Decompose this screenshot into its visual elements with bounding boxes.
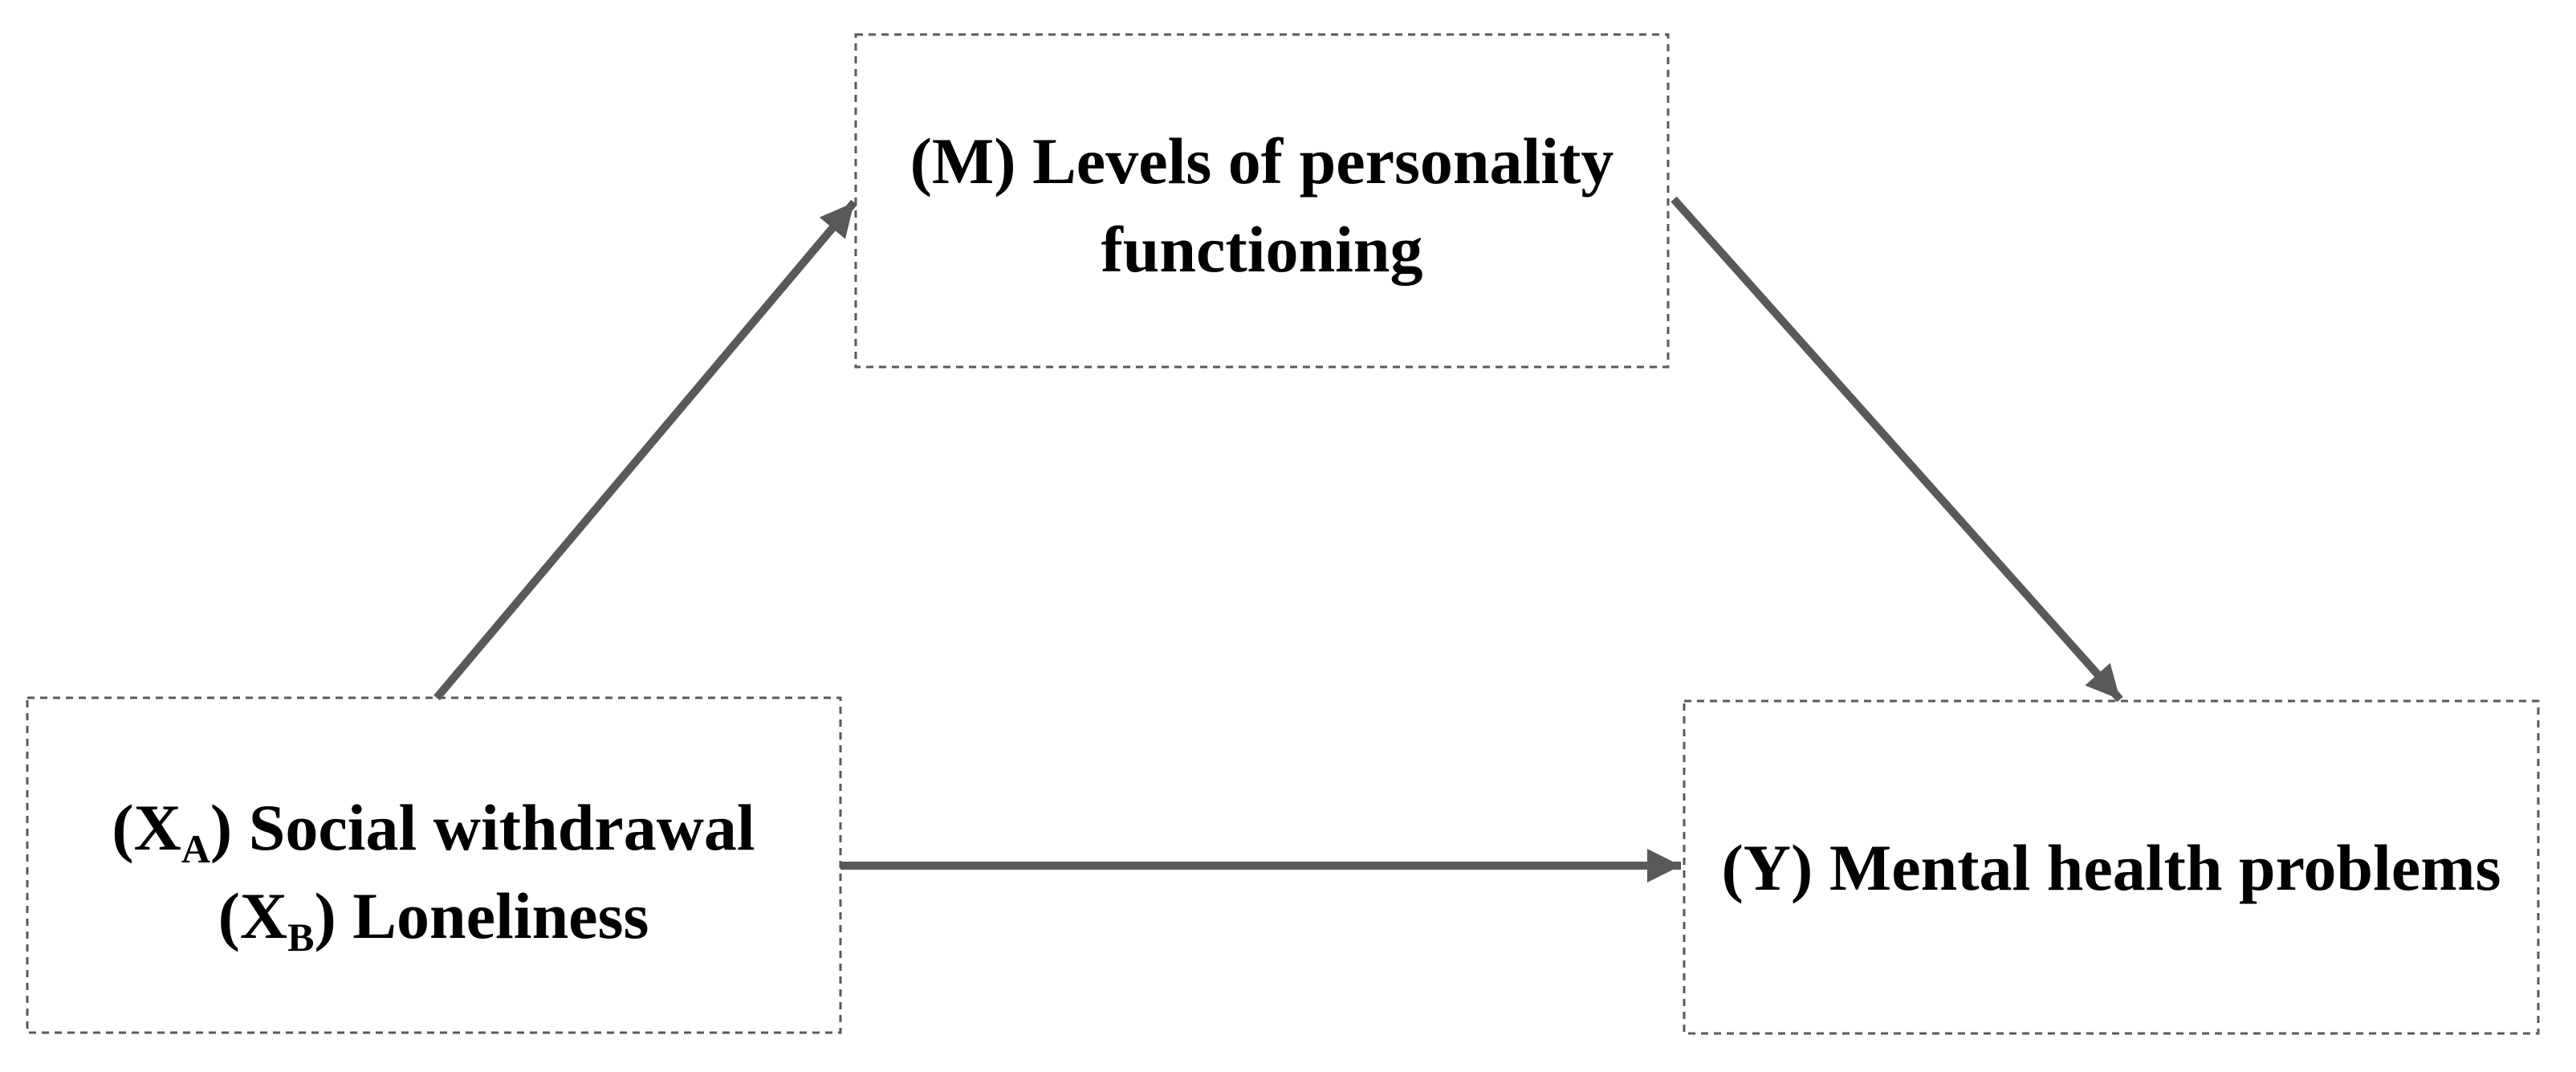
mediator-label-line1: (M) Levels of personality xyxy=(910,124,1614,198)
predictor-line2-open: (X xyxy=(218,879,288,952)
arrow-mediator-to-outcome xyxy=(1671,196,2123,703)
outcome-label: (Y) Mental health problems xyxy=(1721,831,2501,904)
outcome-node: (Y) Mental health problems xyxy=(1683,699,2540,1035)
predictor-line1-open: (X xyxy=(112,791,181,864)
predictor-line2-subscript: B xyxy=(287,915,314,960)
outcome-box xyxy=(1683,699,2540,1035)
mediator-label-line2: functioning xyxy=(1101,213,1423,286)
predictor-node: (XA) Social withdrawal (XB) Loneliness xyxy=(26,696,842,1034)
mediator-box xyxy=(854,33,1670,369)
mediator-node: (M) Levels of personality functioning xyxy=(854,33,1670,369)
arrow-predictor-to-mediator xyxy=(433,199,857,701)
predictor-line1-subscript: A xyxy=(181,826,210,871)
predictor-label-line1: (XA) Social withdrawal xyxy=(112,791,755,871)
predictor-line2-rest: ) Loneliness xyxy=(315,879,649,952)
predictor-line1-rest: ) Social withdrawal xyxy=(210,791,755,864)
predictor-box xyxy=(26,696,842,1034)
predictor-label-line2: (XB) Loneliness xyxy=(218,879,649,960)
